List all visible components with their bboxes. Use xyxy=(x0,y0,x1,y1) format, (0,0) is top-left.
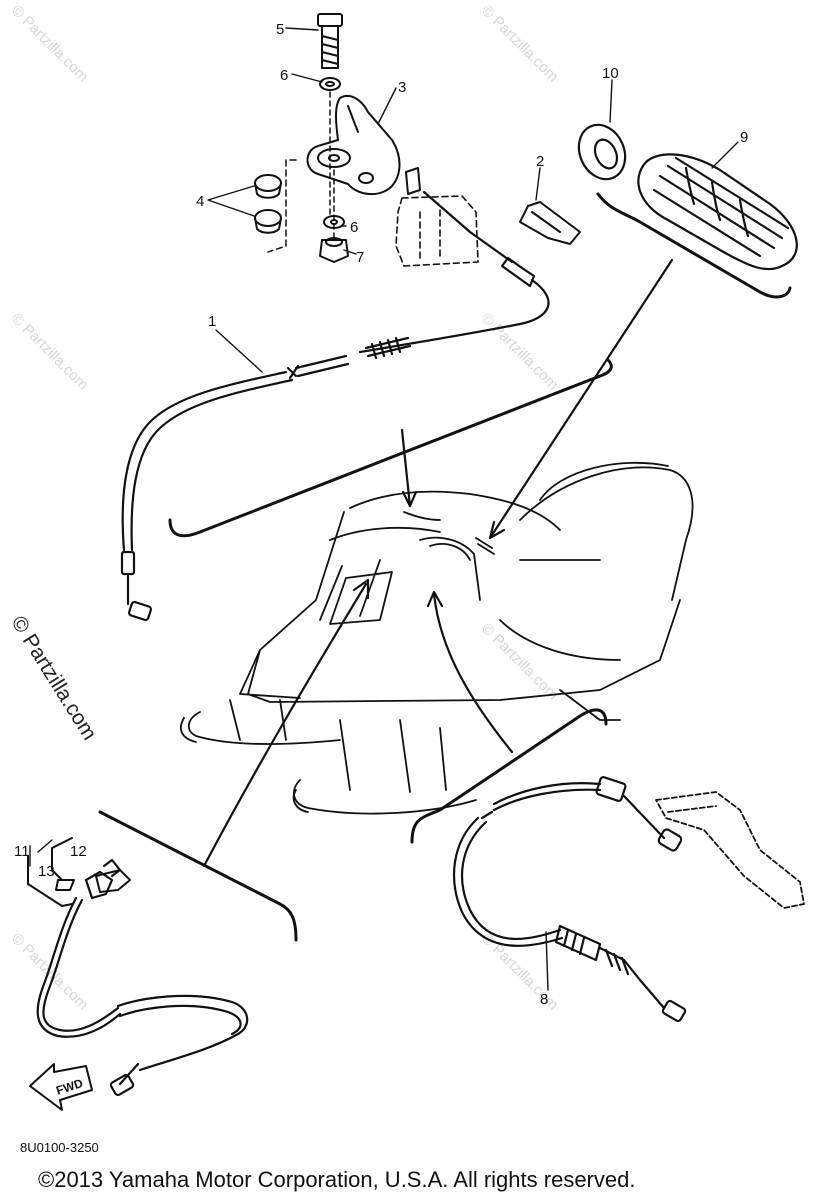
callout-number: 7 xyxy=(356,249,364,266)
exploded-view-drawing: FWD 5 6 3 4 6 7 2 10 9 1 8 11 12 13 xyxy=(14,13,805,1111)
clip-2 xyxy=(519,201,581,245)
washer-6-upper xyxy=(319,77,341,91)
bracket-3 xyxy=(306,94,401,195)
bracket-frame-lower-right xyxy=(410,708,608,844)
throttle-cable-1 xyxy=(120,190,550,622)
snowmobile-body xyxy=(180,461,694,815)
callout-number: 4 xyxy=(196,193,204,210)
copyright-notice: ©2013 Yamaha Motor Corporation, U.S.A. A… xyxy=(38,1167,636,1192)
callout-number: 9 xyxy=(740,129,748,146)
switch-parts-12-13 xyxy=(27,837,131,907)
brake-cable-8 xyxy=(452,776,687,1023)
callout-number: 3 xyxy=(398,79,406,96)
callout-number: 12 xyxy=(70,843,87,860)
diagram-part-code: 8U0100-3250 xyxy=(20,1140,99,1155)
forward-arrow-icon xyxy=(29,1063,93,1111)
callout-number: 13 xyxy=(38,863,55,880)
bracket-frame-upper-right xyxy=(596,192,792,299)
handlebar-grip-9 xyxy=(637,153,798,271)
brake-lever xyxy=(655,791,805,909)
grip-end-10 xyxy=(577,123,627,181)
dashed-guide-line xyxy=(267,159,297,253)
grommet-4-upper xyxy=(254,174,282,199)
callout-number: 1 xyxy=(208,313,216,330)
callout-number: 2 xyxy=(536,153,544,170)
callout-leaders xyxy=(29,27,739,991)
leader-arrows xyxy=(202,258,674,868)
bracket-frame-lower-left xyxy=(98,810,298,942)
bolt-5 xyxy=(317,13,343,69)
callout-number: 6 xyxy=(280,67,288,84)
callout-number: 5 xyxy=(276,21,284,38)
dashed-axis-line xyxy=(329,91,335,239)
switch-cable-11 xyxy=(36,858,249,1097)
grommet-4-lower xyxy=(254,209,282,234)
callout-number: 11 xyxy=(14,843,30,860)
callout-number: 10 xyxy=(602,65,619,82)
throttle-housing xyxy=(395,195,479,267)
throttle-lever-tab xyxy=(405,167,421,195)
callout-number: 8 xyxy=(540,991,548,1008)
callout-number: 6 xyxy=(350,219,358,236)
bracket-frame-upper-left xyxy=(168,358,613,538)
